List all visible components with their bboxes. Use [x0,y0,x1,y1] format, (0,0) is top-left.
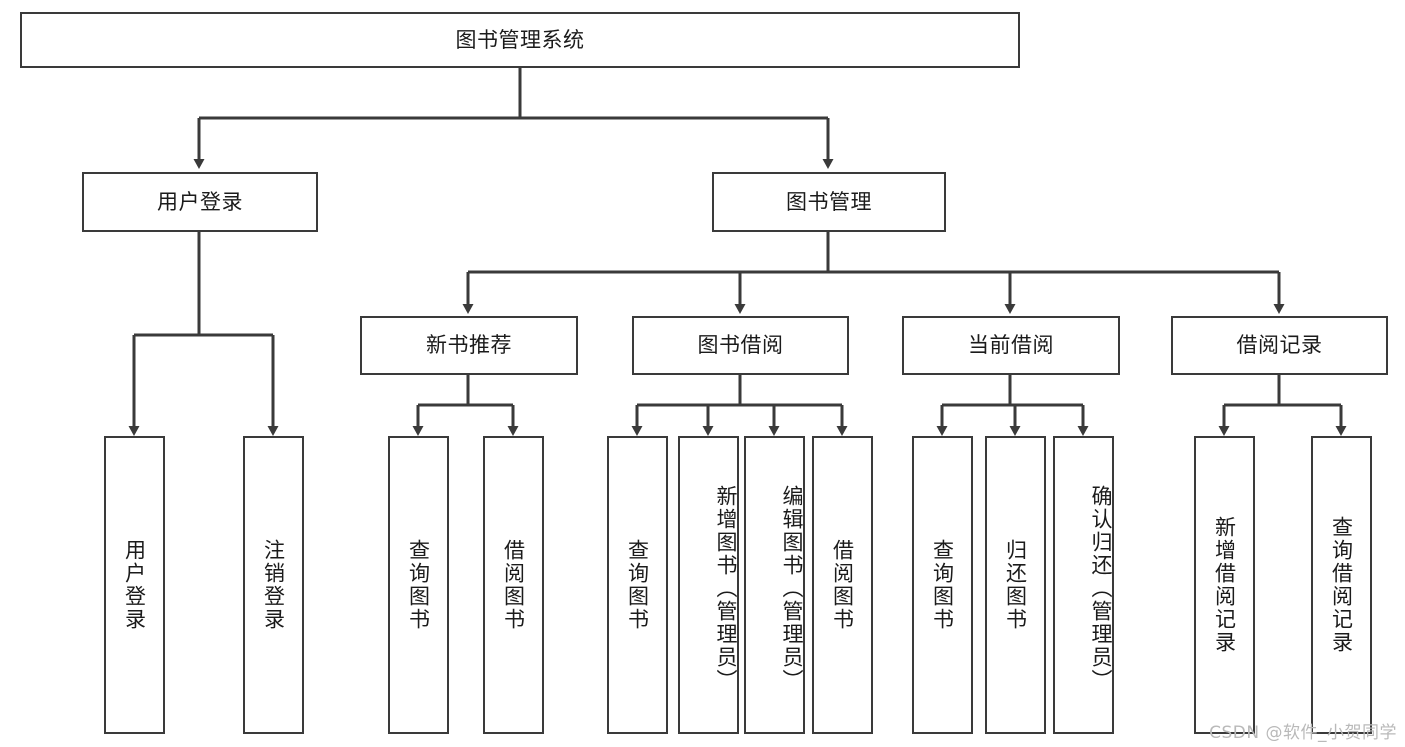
node-leaf-confirm-return-label: 确认归还（管理员） [1089,484,1113,692]
node-leaf-add-record-label: 新增借阅记录 [1212,516,1237,654]
csdn-watermark: CSDN @软件_小贺同学 [1209,723,1397,743]
node-leaf-add-record[interactable]: 新增借阅记录 [1194,436,1255,734]
node-root-label: 图书管理系统 [455,27,585,52]
node-borrow-record[interactable]: 借阅记录 [1171,316,1388,375]
node-leaf-query-book-2[interactable]: 查询图书 [607,436,668,734]
node-leaf-user-logout-label: 注销登录 [261,539,286,631]
node-current-borrow[interactable]: 当前借阅 [902,316,1120,375]
node-current-borrow-label: 当前借阅 [968,333,1054,358]
node-leaf-confirm-return[interactable]: 确认归还（管理员） [1053,436,1114,734]
node-leaf-query-record-label: 查询借阅记录 [1329,516,1354,654]
node-new-book-recommend[interactable]: 新书推荐 [360,316,578,375]
node-leaf-borrow-book-1-label: 借阅图书 [501,539,526,631]
node-leaf-return-book-label: 归还图书 [1003,539,1028,631]
node-root[interactable]: 图书管理系统 [20,12,1020,68]
node-leaf-query-book-3[interactable]: 查询图书 [912,436,973,734]
node-leaf-query-book-1[interactable]: 查询图书 [388,436,449,734]
node-leaf-borrow-book-2[interactable]: 借阅图书 [812,436,873,734]
node-leaf-edit-book-label: 编辑图书（管理员） [780,484,804,692]
node-leaf-edit-book[interactable]: 编辑图书（管理员） [744,436,805,734]
node-borrow-record-label: 借阅记录 [1236,333,1323,358]
node-book-borrow-label: 图书借阅 [697,333,784,358]
node-leaf-user-logout[interactable]: 注销登录 [243,436,304,734]
node-leaf-borrow-book-1[interactable]: 借阅图书 [483,436,544,734]
node-leaf-query-book-3-label: 查询图书 [930,539,955,631]
node-leaf-user-login-label: 用户登录 [122,539,147,631]
node-leaf-return-book[interactable]: 归还图书 [985,436,1046,734]
node-leaf-borrow-book-2-label: 借阅图书 [830,539,855,631]
node-book-manage-label: 图书管理 [786,189,872,214]
node-book-manage[interactable]: 图书管理 [712,172,946,232]
node-leaf-add-book[interactable]: 新增图书（管理员） [678,436,739,734]
node-user-login[interactable]: 用户登录 [82,172,318,232]
node-leaf-add-book-label: 新增图书（管理员） [714,484,738,692]
node-user-login-label: 用户登录 [157,189,243,214]
node-leaf-query-book-1-label: 查询图书 [406,539,431,631]
node-leaf-query-record[interactable]: 查询借阅记录 [1311,436,1372,734]
node-leaf-user-login[interactable]: 用户登录 [104,436,165,734]
node-leaf-query-book-2-label: 查询图书 [625,539,650,631]
node-new-book-recommend-label: 新书推荐 [426,333,512,358]
node-book-borrow[interactable]: 图书借阅 [632,316,849,375]
